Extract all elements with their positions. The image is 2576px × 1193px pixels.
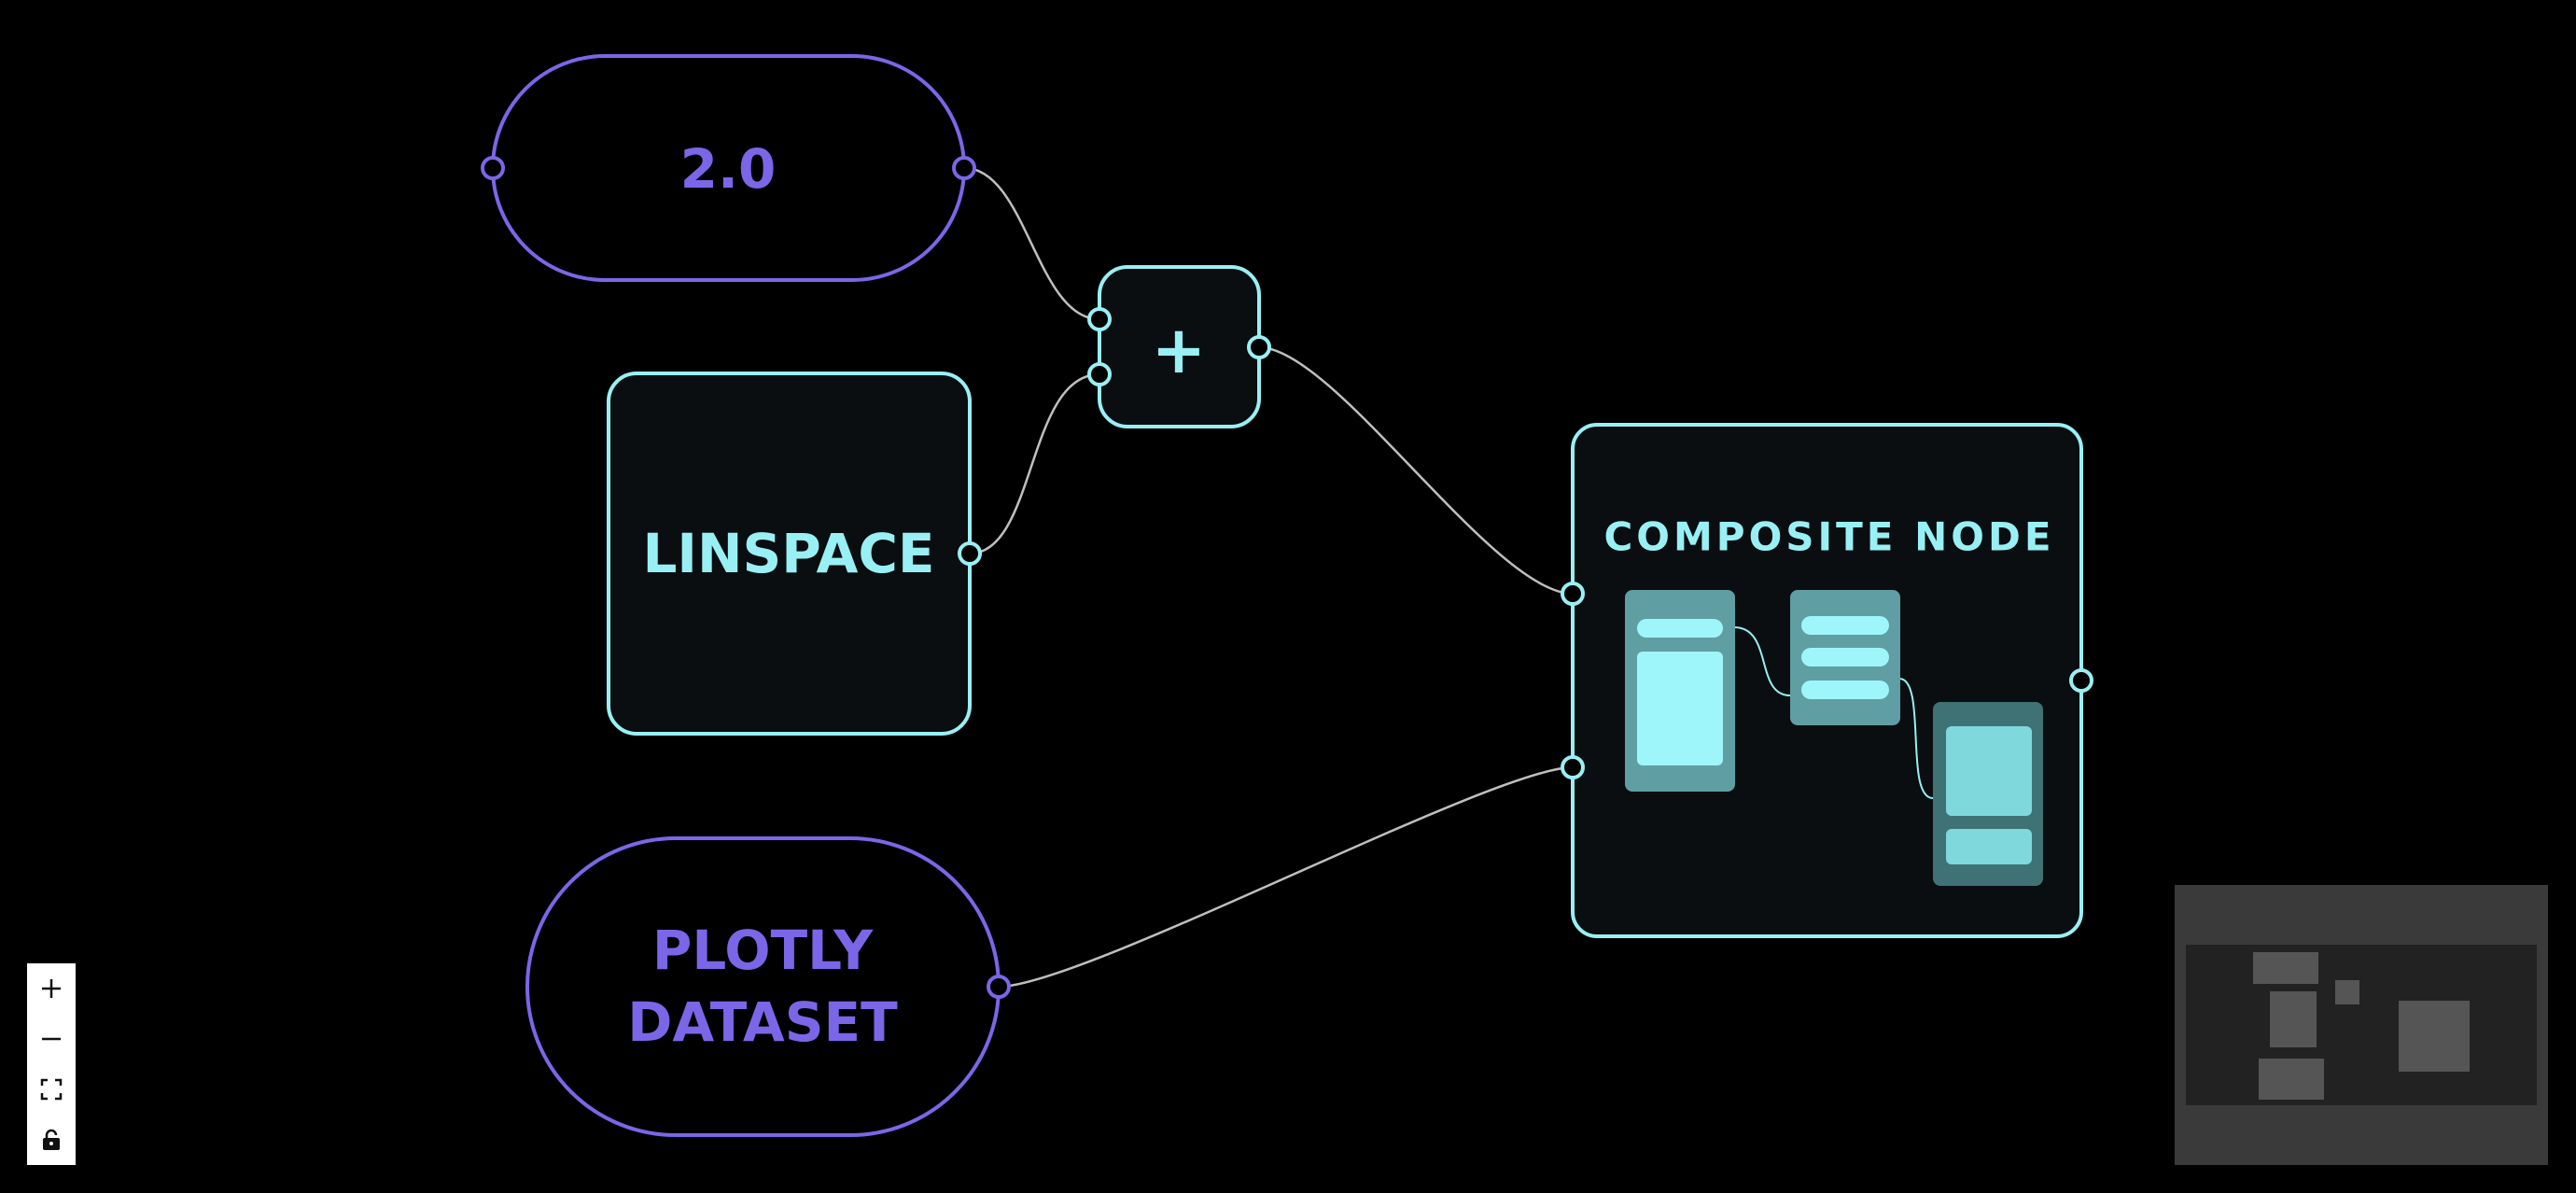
scalar-out-port[interactable] xyxy=(952,156,976,180)
plus-icon xyxy=(42,979,61,998)
inner-card-3-bar xyxy=(1946,829,2032,864)
composite-in-port-a[interactable] xyxy=(1561,582,1585,606)
composite-in-port-b[interactable] xyxy=(1561,755,1585,779)
inner-edge-a xyxy=(1733,626,1791,696)
inner-card-1-body xyxy=(1637,652,1723,765)
zoom-in-button[interactable] xyxy=(27,963,76,1014)
minimap-node-composite xyxy=(2399,1001,2470,1072)
plus-in-port-b[interactable] xyxy=(1087,362,1112,386)
minimap-viewport xyxy=(2186,945,2537,1105)
inner-card-2-bar-3 xyxy=(1801,681,1889,699)
inner-card-2-bar-1 xyxy=(1801,616,1889,635)
dataset-node-label-line1: PLOTLY xyxy=(652,919,874,982)
view-controls xyxy=(27,963,76,1165)
composite-out-port[interactable] xyxy=(2069,668,2093,693)
scalar-node-label: 2.0 xyxy=(680,137,777,201)
edge-scalar-to-plus[interactable] xyxy=(963,166,1100,321)
minimap-node-linspace xyxy=(2270,991,2317,1047)
fit-view-button[interactable] xyxy=(27,1064,76,1115)
inner-card-2-bar-2 xyxy=(1801,648,1889,667)
scalar-in-port[interactable] xyxy=(481,156,505,180)
minimap-node-plus xyxy=(2335,980,2359,1004)
scalar-node[interactable]: 2.0 xyxy=(481,54,976,282)
plus-in-port-a[interactable] xyxy=(1087,307,1112,331)
edge-dataset-to-composite[interactable] xyxy=(998,765,1574,989)
plus-node-label: + xyxy=(1152,312,1207,388)
minimap-graphic xyxy=(2186,945,2537,1105)
minimap-node-scalar xyxy=(2253,952,2318,984)
plus-node[interactable]: + xyxy=(1087,265,1271,428)
linspace-node-label: LINSPACE xyxy=(642,522,934,585)
minimap-node-dataset xyxy=(2259,1059,2324,1100)
dataset-node[interactable]: PLOTLY DATASET xyxy=(525,836,1011,1137)
linspace-node[interactable]: LINSPACE xyxy=(607,372,982,736)
dataset-out-port[interactable] xyxy=(987,975,1011,999)
fit-view-icon xyxy=(40,1078,63,1101)
inner-edge-b xyxy=(1898,678,1934,799)
inner-card-1-bar xyxy=(1637,619,1723,638)
linspace-out-port[interactable] xyxy=(958,541,982,566)
edge-linspace-to-plus[interactable] xyxy=(969,372,1100,555)
composite-node[interactable]: COMPOSITE NODE xyxy=(1561,423,2093,938)
edge-plus-to-composite[interactable] xyxy=(1258,345,1574,596)
composite-node-label: COMPOSITE NODE xyxy=(1603,514,2054,560)
plus-out-port[interactable] xyxy=(1247,335,1271,359)
composite-preview-graphic xyxy=(1625,590,2043,886)
dataset-node-label-line2: DATASET xyxy=(627,990,898,1054)
lock-button[interactable] xyxy=(27,1115,76,1165)
inner-card-3-body xyxy=(1946,726,2032,816)
edges xyxy=(963,166,1574,989)
lock-icon xyxy=(43,1129,60,1150)
minus-icon xyxy=(42,1037,61,1041)
minimap[interactable] xyxy=(2175,885,2548,1165)
zoom-out-button[interactable] xyxy=(27,1014,76,1064)
